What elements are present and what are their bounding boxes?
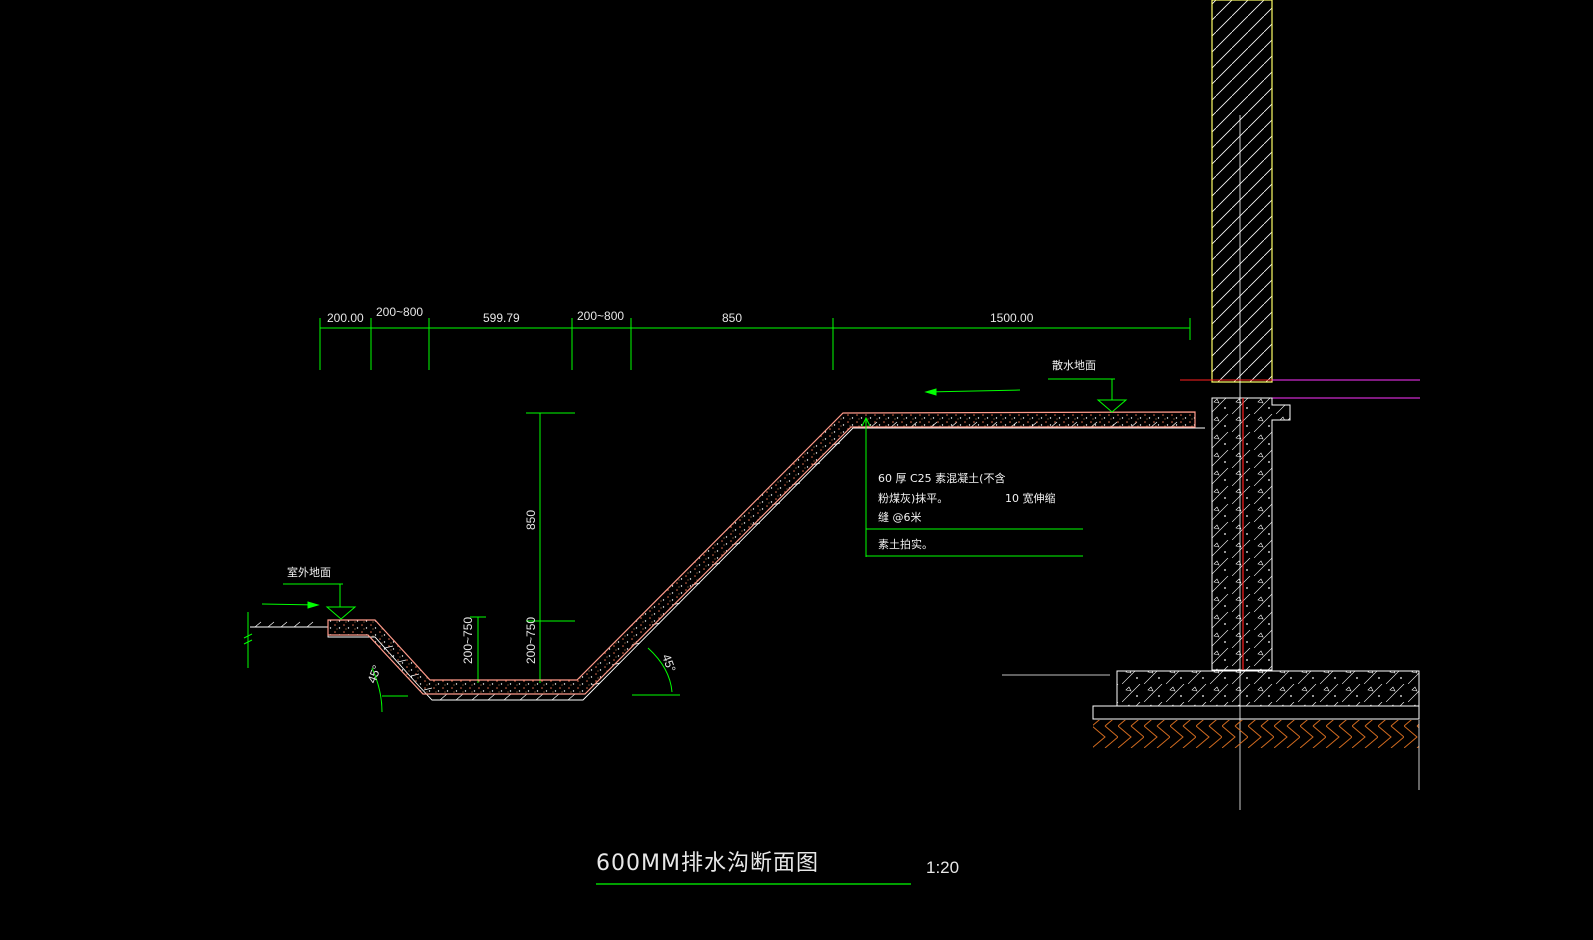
dim-label-6: 1500.00	[990, 311, 1034, 325]
dim-label-inner-depth: 200~750	[524, 617, 538, 664]
dim-label-2: 200~800	[376, 305, 423, 319]
note-line-3: 缝 @6米	[878, 510, 922, 524]
flow-arrow-top	[924, 388, 1021, 396]
note-line-1: 60 厚 C25 素混凝土(不含	[878, 471, 1005, 485]
footing	[1116, 670, 1420, 707]
drawing-scale: 1:20	[926, 858, 959, 877]
top-dimension-chain	[319, 318, 1191, 370]
dim-label-5: 850	[722, 311, 742, 325]
angle-arc-left	[371, 667, 408, 713]
upper-wall	[1211, 0, 1273, 383]
dim-label-4: 200~800	[577, 309, 624, 323]
dim-label-1: 200.00	[327, 311, 364, 325]
dim-label-left-depth: 200~750	[461, 617, 475, 664]
footing-extension	[1002, 674, 1420, 790]
vertical-dimensions	[470, 412, 575, 683]
dim-label-slope-height: 850	[524, 510, 538, 530]
outdoor-label: 室外地面	[287, 565, 331, 579]
angle-label-left: 45°	[365, 663, 384, 685]
dim-label-3: 599.79	[483, 311, 520, 325]
apron-level-marker	[1048, 378, 1128, 413]
drawing-title: 600MM排水沟断面图	[596, 851, 819, 876]
concrete-slab	[327, 411, 1196, 695]
angle-arc-right	[632, 647, 680, 696]
footing-pad	[1092, 705, 1420, 720]
lower-wall	[1211, 397, 1291, 671]
outdoor-level-marker	[243, 583, 357, 668]
angle-label-right: 45°	[659, 652, 678, 674]
notes-leader	[861, 416, 1083, 557]
note-line-4: 素土拍实。	[878, 537, 933, 551]
note-line-2a: 粉煤灰)抹平。	[878, 491, 948, 505]
note-line-2b: 10 宽伸缩	[1005, 491, 1056, 505]
magenta-edge-lines	[1272, 379, 1420, 399]
footing-earth	[1093, 720, 1419, 748]
apron-label: 散水地面	[1052, 358, 1096, 372]
flow-arrow-left	[261, 601, 320, 609]
